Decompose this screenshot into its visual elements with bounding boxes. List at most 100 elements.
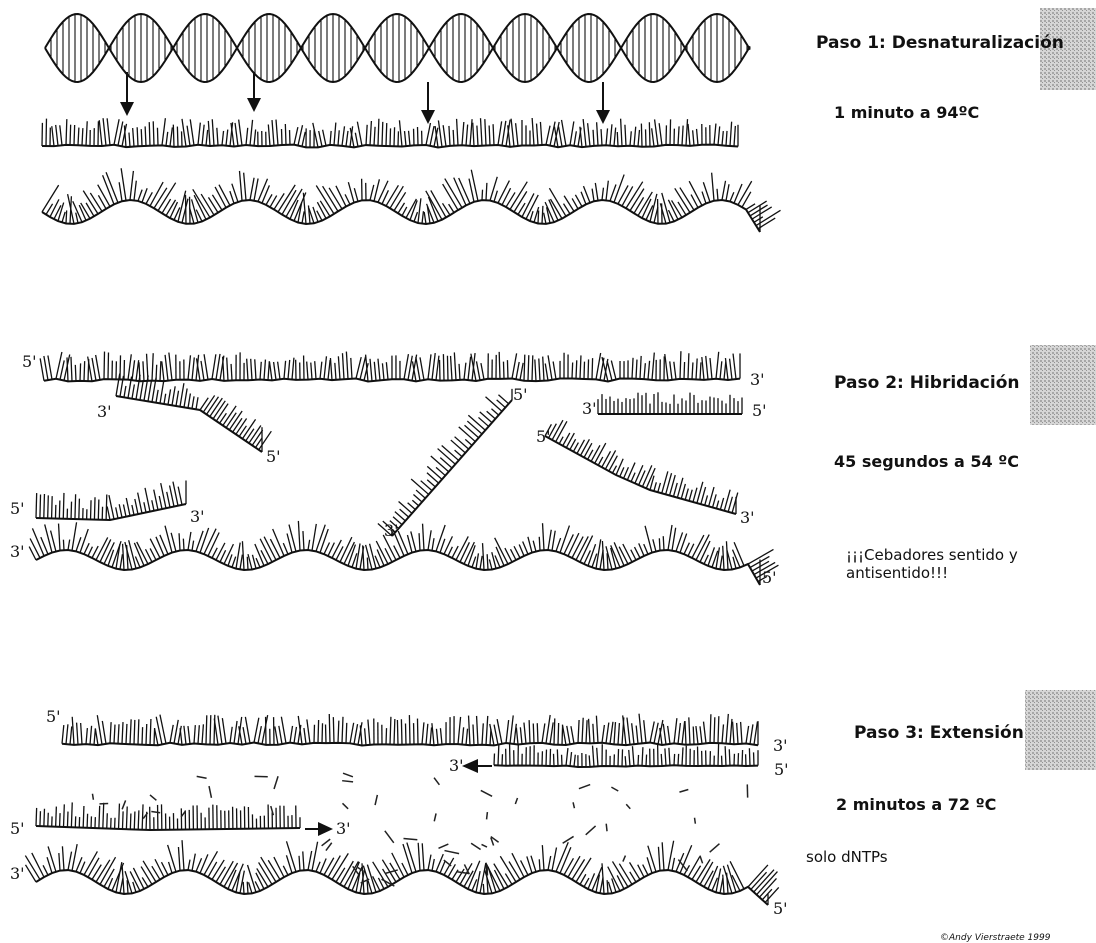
dntp-mark: [679, 789, 688, 792]
dntp-mark: [197, 776, 207, 778]
step1-single-strands: [42, 118, 781, 232]
dntp-mark: [150, 795, 156, 800]
end-label: 3': [336, 819, 351, 838]
end-label: 3': [10, 864, 25, 883]
end-label: 3': [97, 402, 112, 421]
dntp-mark: [151, 812, 160, 813]
end-label: 5': [46, 707, 61, 726]
step3-condition: 2 minutos a 72 ºC: [836, 795, 996, 814]
step1-arrows: [120, 72, 610, 124]
end-label: 3': [190, 507, 205, 526]
step3-shade: [1025, 690, 1096, 770]
dntp-mark: [92, 794, 93, 800]
dntp-mark: [322, 839, 331, 846]
end-label: 5': [22, 352, 37, 371]
end-label: 3': [773, 736, 788, 755]
end-label: 5': [536, 427, 551, 446]
dntp-mark: [695, 818, 696, 824]
dntp-mark: [710, 844, 720, 852]
dntp-mark: [487, 812, 488, 819]
helix-strand-a: [45, 14, 750, 82]
step2-condition: 45 segundos a 54 ºC: [834, 452, 1019, 471]
end-label: 3': [740, 508, 755, 527]
dntp-mark: [482, 844, 487, 847]
helix-base-pairs: [51, 14, 747, 82]
template-strand-bottom: [29, 521, 778, 585]
dntp-mark: [382, 879, 395, 886]
dntp-mark: [434, 778, 439, 785]
end-label: 5': [752, 401, 767, 420]
down-arrow-icon: [596, 82, 610, 124]
step3-labels: Paso 3: Extensión 2 minutos a 72 ºC solo…: [806, 723, 1024, 866]
dntp-mark: [326, 843, 332, 851]
primer-fragment: [116, 374, 271, 452]
dntp-mark: [439, 844, 449, 848]
step2-labels: Paso 2: Hibridación 45 segundos a 54 ºC …: [834, 373, 1020, 582]
dntp-mark: [403, 838, 417, 839]
end-label: 5': [10, 819, 25, 838]
step1-condition: 1 minuto a 94ºC: [834, 103, 979, 122]
dntp-mark: [385, 831, 394, 843]
step1-title: Paso 1: Desnaturalización: [816, 33, 1064, 53]
step2-title: Paso 2: Hibridación: [834, 373, 1020, 393]
primer-fragment: [545, 420, 738, 514]
end-label: 3': [384, 521, 399, 540]
step3-strands: [25, 714, 778, 905]
step1-helix: [45, 14, 750, 82]
helix-strand-b: [45, 14, 750, 82]
dntp-mark: [586, 826, 596, 835]
template-strand-top: [40, 351, 740, 381]
dntp-mark: [274, 776, 278, 789]
dntp-mark: [481, 790, 492, 796]
step3-title: Paso 3: Extensión: [854, 723, 1024, 743]
step3-note: solo dNTPs: [806, 848, 888, 866]
end-label: 3': [582, 399, 597, 418]
dntp-mark: [515, 798, 517, 804]
right-arrow-icon: [305, 822, 333, 836]
dntp-mark: [611, 787, 618, 791]
dntp-mark: [434, 813, 436, 821]
end-label: 3': [750, 370, 765, 389]
primer-fragment: [36, 481, 186, 520]
step2-note-line1: ¡¡¡Cebadores sentido y: [846, 546, 1018, 564]
step2-strands: [29, 351, 778, 585]
end-label: 5': [774, 760, 789, 779]
end-label: 5': [266, 447, 281, 466]
dntp-mark: [342, 803, 348, 808]
dntp-mark: [471, 843, 480, 849]
dntp-mark: [445, 851, 460, 854]
end-label: 3': [10, 542, 25, 561]
step1-labels: Paso 1: Desnaturalización 1 minuto a 94º…: [816, 33, 1064, 122]
dntp-mark: [122, 800, 125, 809]
left-arrow-icon: [462, 759, 492, 773]
end-label: 3': [449, 756, 464, 775]
step3-extension-arrows: [305, 759, 492, 836]
primer-fragment: [598, 392, 742, 414]
template-strand-bottom: [25, 840, 778, 905]
dntp-mark: [573, 802, 574, 808]
down-arrow-icon: [421, 82, 435, 124]
end-label: 5': [10, 499, 25, 518]
dntp-mark: [678, 860, 687, 871]
step2-strand-end-labels: 5' 3' 3' 5' 3' 5' 5' 3' 5' 3' 5' 3' 3' 5…: [10, 352, 777, 587]
dntp-mark: [375, 795, 377, 805]
dntp-mark: [626, 804, 630, 809]
separated-strand-bottom: [42, 168, 781, 232]
extending-primer: [36, 802, 300, 830]
end-label: 5': [513, 385, 528, 404]
credit: ©Andy Vierstraete 1999: [940, 933, 1051, 943]
dntp-mark: [606, 824, 607, 832]
extending-primer: [494, 744, 758, 767]
dntp-mark: [342, 781, 353, 782]
label-shading: [1025, 8, 1096, 770]
dntp-mark: [623, 856, 626, 862]
step2-note-line2: antisentido!!!: [846, 564, 948, 582]
dntp-mark: [579, 785, 590, 789]
dntp-mark: [343, 773, 353, 777]
primer-fragment: [378, 389, 512, 536]
end-label: 5': [773, 899, 788, 918]
dntp-mark: [700, 856, 703, 864]
dntp-mark: [209, 786, 211, 798]
separated-strand-top: [42, 118, 738, 147]
